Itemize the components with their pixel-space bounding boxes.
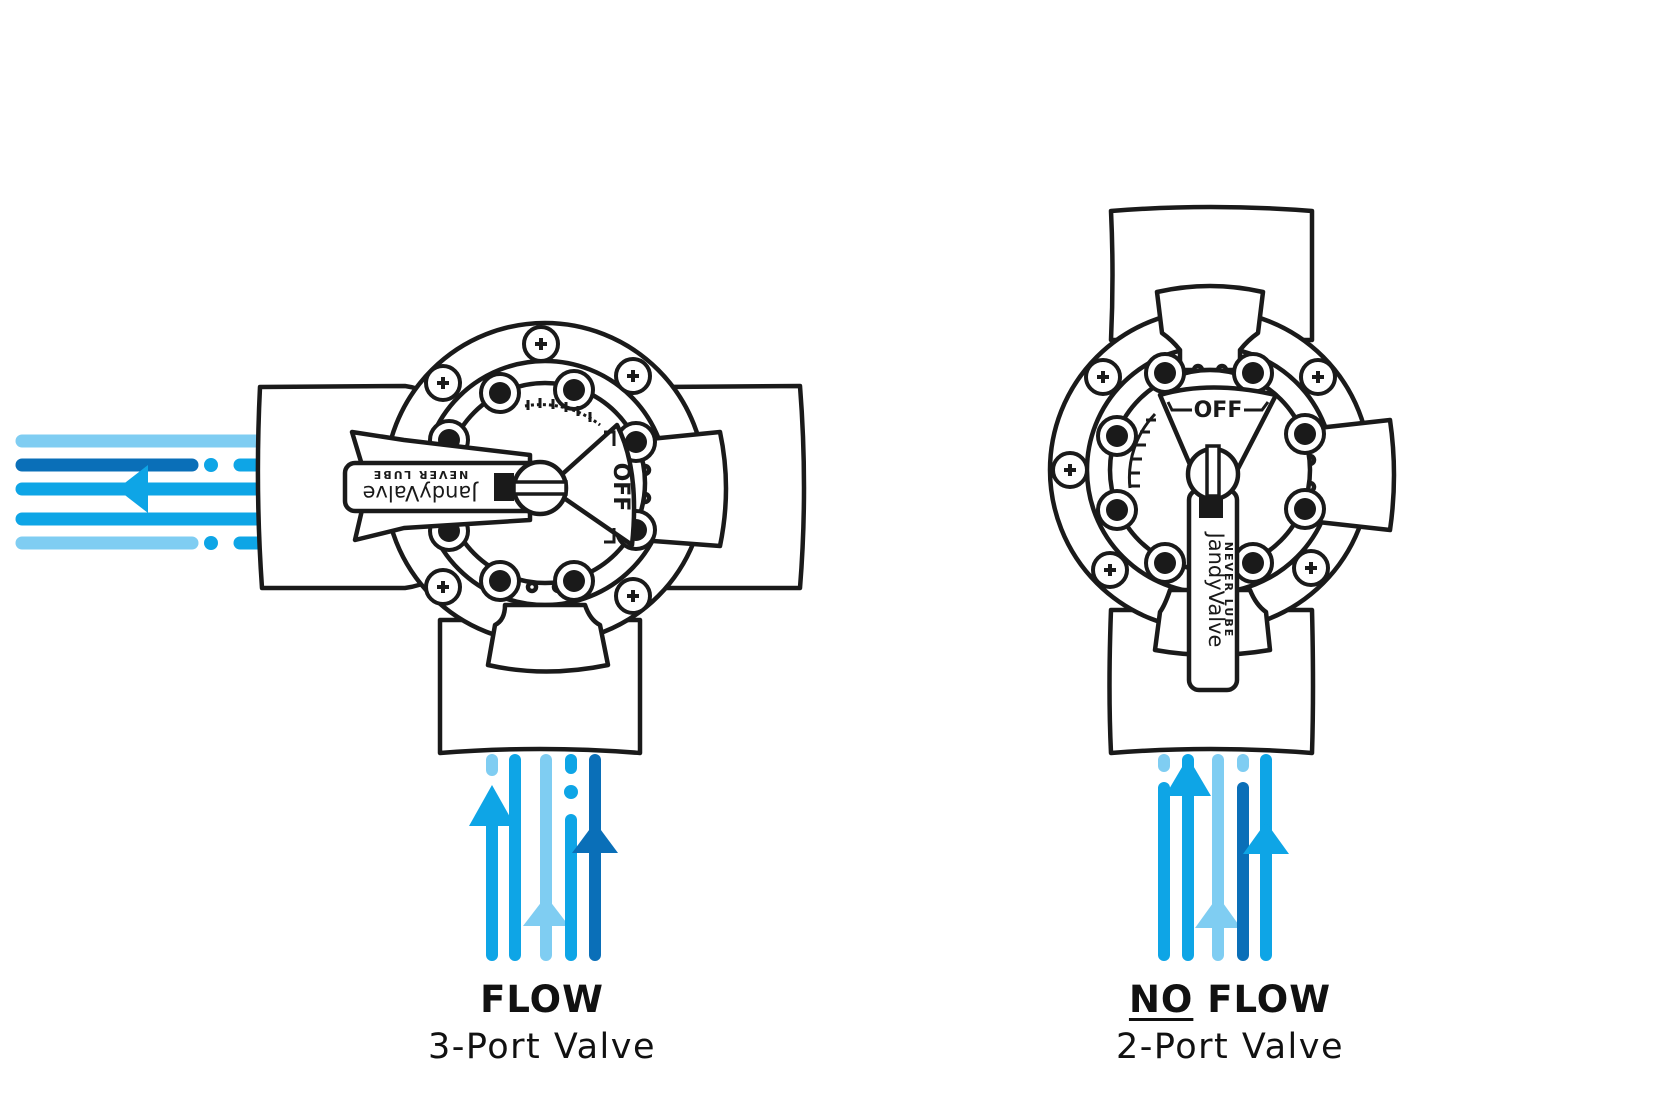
right-valve-caption: NO FLOW 2-Port Valve (1070, 978, 1390, 1070)
right-valve-dial-ticks (1127, 412, 1157, 489)
left-valve-caption: FLOW 3-Port Valve (382, 978, 702, 1070)
arrow-up-icon (1165, 757, 1211, 796)
right-valve-flow-lines (1158, 754, 1289, 961)
right-valve-handle[interactable]: OFF JandyValve NEVER LUBE (1157, 385, 1279, 693)
tagline-label: NEVER LUBE (1222, 542, 1235, 639)
arrow-up-icon (1195, 896, 1241, 928)
arrow-left-icon (117, 465, 148, 513)
flow-word: FLOW (1207, 978, 1332, 1021)
brand-label: JandyValve (1204, 531, 1228, 648)
left-valve-handle[interactable]: OFF JandyValve NEVER LUBE (342, 422, 637, 548)
left-valve-flow-lines (15, 434, 618, 961)
left-valve-dial-ticks (524, 398, 601, 427)
arrow-up-icon (572, 822, 618, 853)
tagline-label: NEVER LUBE (372, 468, 469, 481)
flow-status-title: NO FLOW (1070, 978, 1390, 1022)
flow-status-title: FLOW (480, 978, 604, 1021)
valve-type-label: 2-Port Valve (1115, 1027, 1345, 1067)
negation-underlined: NO (1128, 978, 1194, 1021)
arrow-up-icon (523, 896, 569, 926)
brand-label: JandyValve (363, 481, 480, 505)
off-label: OFF (608, 463, 633, 512)
arrow-up-icon (469, 785, 515, 826)
off-label: OFF (1194, 398, 1243, 423)
left-valve-body (255, 320, 807, 756)
valve-type-label: 3-Port Valve (427, 1027, 657, 1067)
arrow-up-icon (1243, 822, 1289, 854)
